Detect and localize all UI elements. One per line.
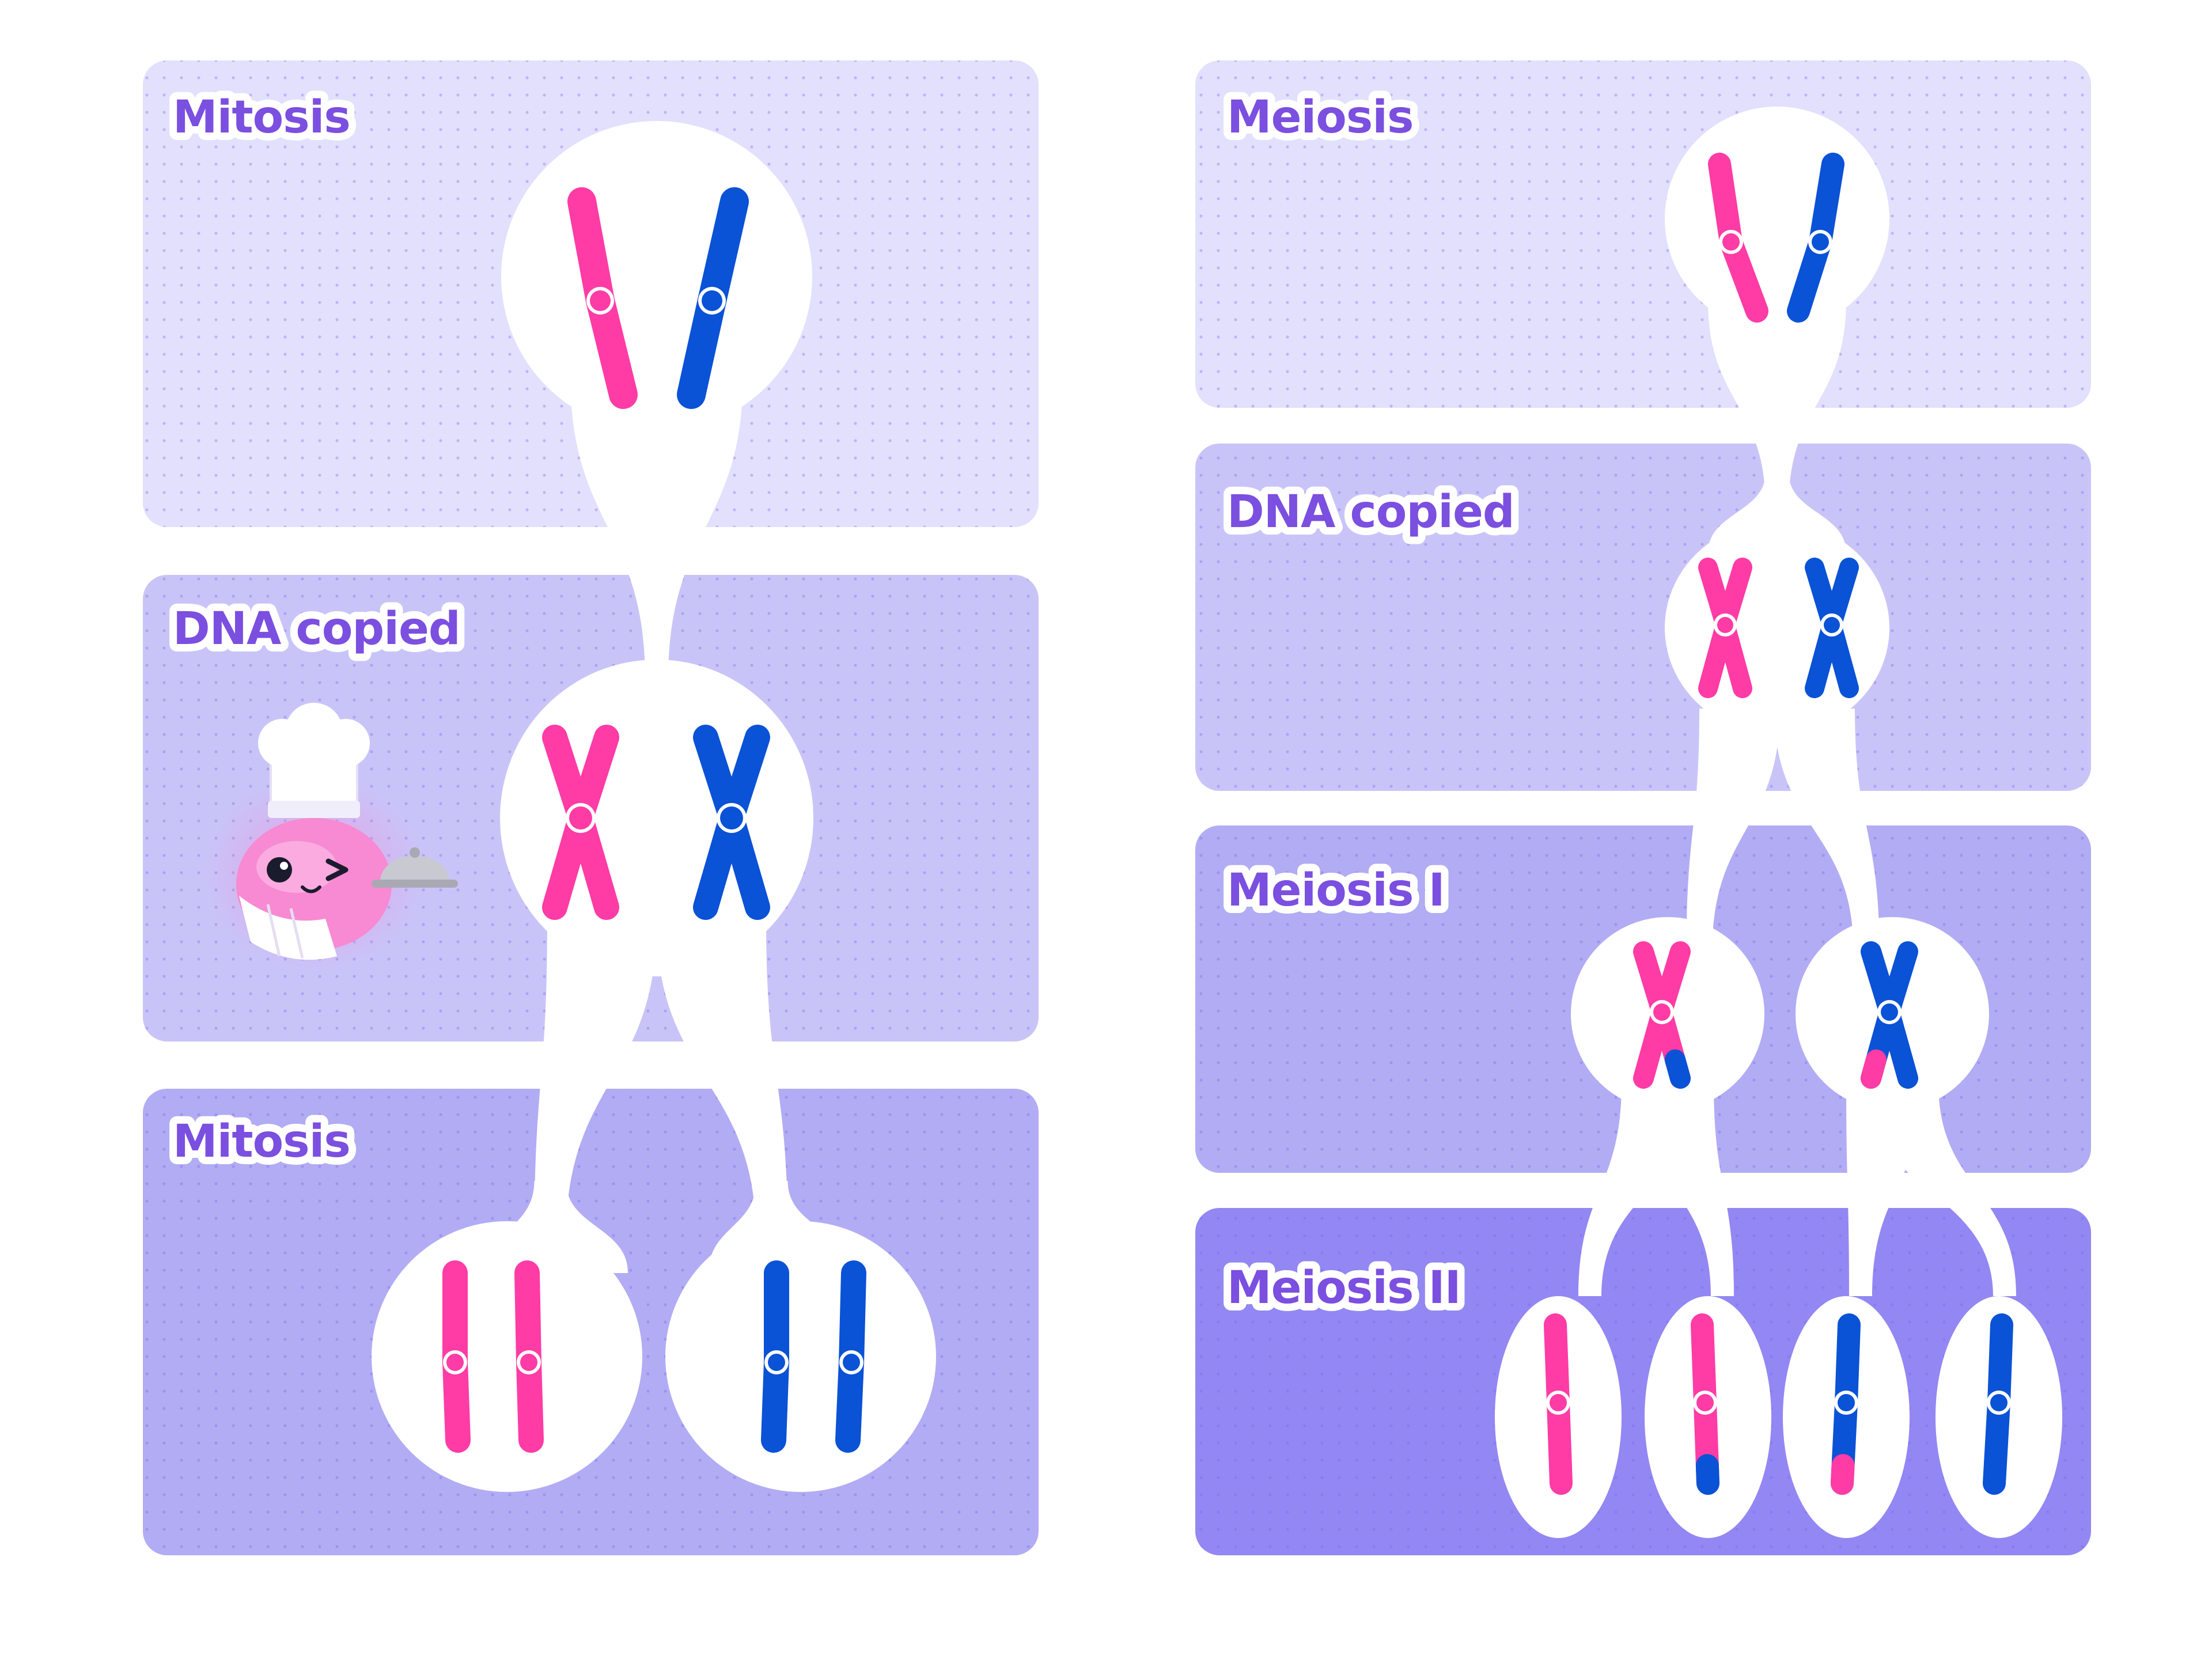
meiosis-stage-label-1: Meiosis — [1227, 92, 1413, 143]
mitosis-cell-3a — [372, 1221, 642, 1492]
meiosis-stem-1 — [1708, 300, 1846, 507]
chromosome-pink-mitosis-2 — [541, 724, 620, 921]
chromosome-blue-mitosis-2 — [692, 724, 771, 921]
chromosome-blue-mitosis-3c — [761, 1260, 789, 1453]
mitosis-stem-1 — [570, 374, 743, 680]
stage-labels: Mitosis DNA copied Mitosis Meiosis DNA c… — [165, 84, 1522, 1321]
meiosis-panel-1 — [1195, 60, 2091, 408]
chromosome-pink-meiosis-4a — [1544, 1313, 1573, 1495]
meiosis-panel-2 — [1195, 444, 2091, 791]
meiosis-stem-4 — [1774, 709, 1880, 950]
meiosis-cell-1 — [1665, 107, 1889, 331]
meiosis-stage-label-2: DNA copied — [1227, 486, 1514, 538]
chromosome-pink-meiosis-3 — [1633, 941, 1691, 1089]
mitosis-cell-3b — [665, 1221, 936, 1492]
meiosis-stem-3 — [1686, 709, 1780, 950]
chromosome-blue-mitosis-3d — [835, 1260, 866, 1453]
meiosis-stage-label-3: Meiosis I — [1227, 865, 1445, 916]
mitosis-stem-4 — [657, 922, 788, 1238]
chromosome-pink-meiosis-4b — [1691, 1313, 1720, 1495]
chromosome-pink-mitosis-3b — [514, 1260, 544, 1453]
chromosome-blue-meiosis-4d — [1983, 1313, 2013, 1495]
chromosome-blue-meiosis-1 — [1786, 152, 1845, 323]
chromosome-blue-meiosis-3 — [1860, 941, 1919, 1089]
chromosome-blue-mitosis-1 — [677, 187, 749, 410]
chromosome-pink-mitosis-1 — [567, 187, 638, 410]
mitosis-stage-label-2: DNA copied — [173, 603, 460, 655]
meiosis-cell-2 — [1665, 521, 1889, 734]
chromosome-blue-meiosis-4c — [1831, 1313, 1861, 1495]
chromosome-pink-mitosis-3a — [442, 1260, 471, 1453]
mitosis-stage-label-3: Mitosis — [173, 1116, 350, 1168]
chromosome-blue-meiosis-2 — [1804, 558, 1859, 699]
mitosis-cell-2 — [500, 660, 813, 976]
chromosomes — [442, 152, 2013, 1495]
chef-mascot-icon — [204, 703, 458, 971]
mitosis-stage-label-1: Mitosis — [173, 92, 350, 143]
meiosis-stem-8 — [1863, 1083, 2016, 1296]
meiosis-stage-label-4: Meiosis II — [1227, 1262, 1461, 1314]
meiosis-stem-6 — [1639, 1083, 1734, 1296]
chromosome-pink-meiosis-1 — [1707, 153, 1768, 323]
chromosome-pink-meiosis-2 — [1698, 558, 1753, 699]
mitosis-stem-3 — [534, 922, 657, 1238]
